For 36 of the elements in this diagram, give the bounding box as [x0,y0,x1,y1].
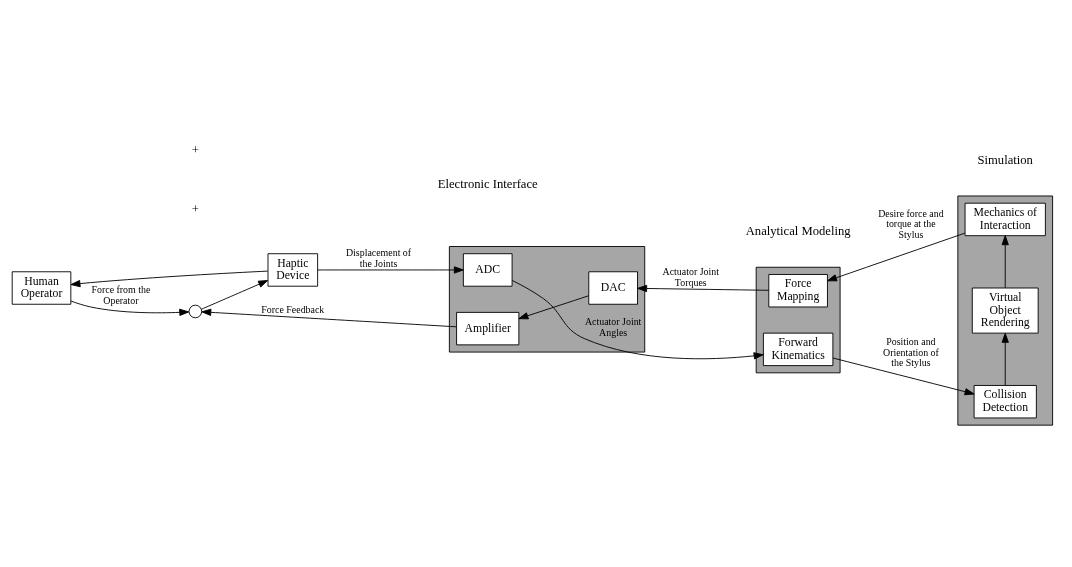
label: Simulation [977,153,1033,168]
edge-label: Actuator Joint Angles [584,315,642,338]
edge-label: Desire force and torque at the Stylus [878,207,944,241]
node-box: Forward Kinematics [762,332,834,367]
label: + [191,143,199,158]
node-box: Mechanics of Interaction [964,202,1046,237]
arrow [1001,235,1009,289]
arrow [70,270,269,288]
arrow [518,295,589,320]
node-box: DAC [588,271,638,305]
node-box: Amplifier [456,311,520,346]
node-box: Human Operator [11,271,72,305]
label: Analytical Modeling [745,224,851,239]
edge-label: Position and Orientation of the Stylus [883,335,939,369]
arrow [201,308,457,328]
arrow [317,266,464,274]
arrow [511,280,764,360]
node-box: Collision Detection [973,385,1037,419]
label: Electronic Interface [437,177,538,192]
node-box: Force Mapping [768,274,828,308]
node-box: Haptic Device [267,253,319,287]
arrow [637,284,770,293]
arrow [200,280,269,310]
edge-label: Force Feedback [261,304,325,316]
node-box: ADC [462,253,513,287]
edge-label: Force from the Operator [91,284,151,307]
node-box: Virtual Object Rendering [971,287,1039,334]
node-circle [188,304,203,319]
cluster [957,195,1054,426]
edge-label: Actuator Joint Torques [662,266,719,289]
label: + [191,201,199,216]
arrow [827,232,966,282]
arrow [832,357,975,396]
arrow [70,300,190,316]
edge-label: Displacement of the Joints [345,247,412,270]
arrow [1001,332,1009,386]
